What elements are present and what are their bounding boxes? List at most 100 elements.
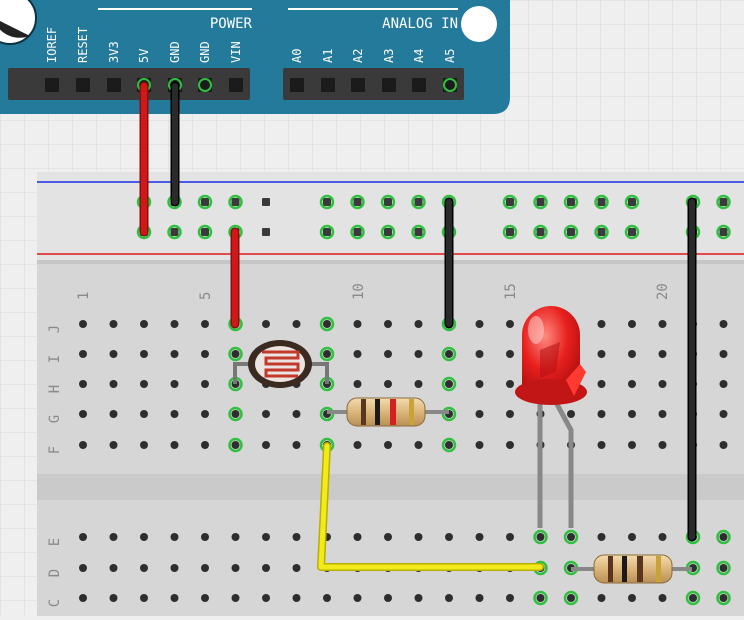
terminal-hole [719,441,728,449]
power-rail-area [37,172,744,260]
photoresistor [233,340,329,388]
header-socket-a5 [443,78,457,92]
row-letter: C [47,599,63,607]
terminal-hole [262,533,270,541]
rail-hole [506,198,514,206]
terminal-hole [353,380,362,388]
row-letter: G [47,415,63,423]
pin-label-a1: A1 [321,49,335,63]
terminal-hole [414,533,423,541]
terminal-hole [292,594,301,602]
terminal-hole [567,533,575,541]
rail-hole [719,228,728,236]
pin-label-a0: A0 [290,49,304,63]
led [515,306,587,528]
resistor-divider-body [346,397,426,427]
terminal-hole [384,380,392,388]
terminal-hole [597,594,606,602]
terminal-hole [719,320,728,328]
column-number: 10 [351,283,367,300]
terminal-hole [414,441,423,449]
rail-hole [384,228,392,236]
resistor-divider-band-1 [361,399,366,425]
terminal-hole [170,594,179,602]
rail-hole-active [411,224,426,240]
terminal-hole [414,594,423,602]
terminal-hole-active [533,529,548,545]
terminal-hole [597,441,606,449]
terminal-hole [628,410,636,418]
terminal-hole [719,533,728,541]
pin-label-vin: VIN [229,41,243,63]
terminal-hole [445,380,453,388]
terminal-hole [506,594,514,602]
terminal-hole [79,533,87,541]
photoresistor-trace [262,350,300,378]
terminal-hole [201,350,209,358]
pin-label-ioref: IOREF [45,27,59,63]
terminal-hole [719,350,728,358]
rail-hole [536,228,545,236]
terminal-hole [719,410,728,418]
pin-label-a5: A5 [443,49,457,63]
terminal-hole [323,320,331,328]
terminal-hole [475,410,484,418]
resistor-led-band-4 [656,556,661,582]
terminal-hole [109,350,118,358]
terminal-hole [201,533,209,541]
rail-hole-active [563,224,579,240]
pin-connection-marker [198,78,212,92]
terminal-hole [79,410,87,418]
terminal-hole [140,441,148,449]
terminal-hole [140,350,148,358]
terminal-hole [201,441,209,449]
terminal-hole [445,594,453,602]
rail-hole [628,198,636,206]
terminal-hole [475,350,484,358]
rail-hole-active [563,194,579,210]
terminal-hole [79,380,87,388]
terminal-hole [689,594,697,602]
terminal-hole [658,533,667,541]
terminal-hole-active [441,437,457,453]
terminal-hole [506,441,514,449]
terminal-hole [567,594,575,602]
terminal-hole [140,533,148,541]
terminal-hole [170,410,179,418]
resistor-led [571,554,692,584]
header-socket-a3 [382,78,396,92]
terminal-hole [231,594,240,602]
terminal-hole [597,410,606,418]
terminal-hole [658,410,667,418]
pin-label-a3: A3 [382,49,396,63]
terminal-hole [170,350,179,358]
rail-hole-active [624,224,640,240]
rail-hole-active [533,194,548,210]
terminal-hole [201,410,209,418]
terminal-hole [658,320,667,328]
terminal-hole [506,533,514,541]
terminal-hole [414,350,423,358]
header-socket-a2 [351,78,365,92]
terminal-hole [628,380,636,388]
row-letter: E [47,538,63,546]
terminal-hole [201,380,209,388]
terminal-hole [109,564,118,572]
terminal-hole [628,350,636,358]
terminal-hole [79,441,87,449]
resistor-divider-band-4 [409,399,414,425]
terminal-hole [445,441,453,449]
terminal-hole [445,533,453,541]
rail-hole-active [197,224,213,240]
terminal-hole-active [716,560,731,576]
terminal-hole [170,380,179,388]
rail-hole-active [716,194,731,210]
rail-hole [262,228,270,236]
terminal-hole [475,441,484,449]
terminal-hole [201,320,209,328]
resistor-led-band-2 [622,556,627,582]
header-socket-a0 [290,78,304,92]
terminal-hole [475,533,484,541]
